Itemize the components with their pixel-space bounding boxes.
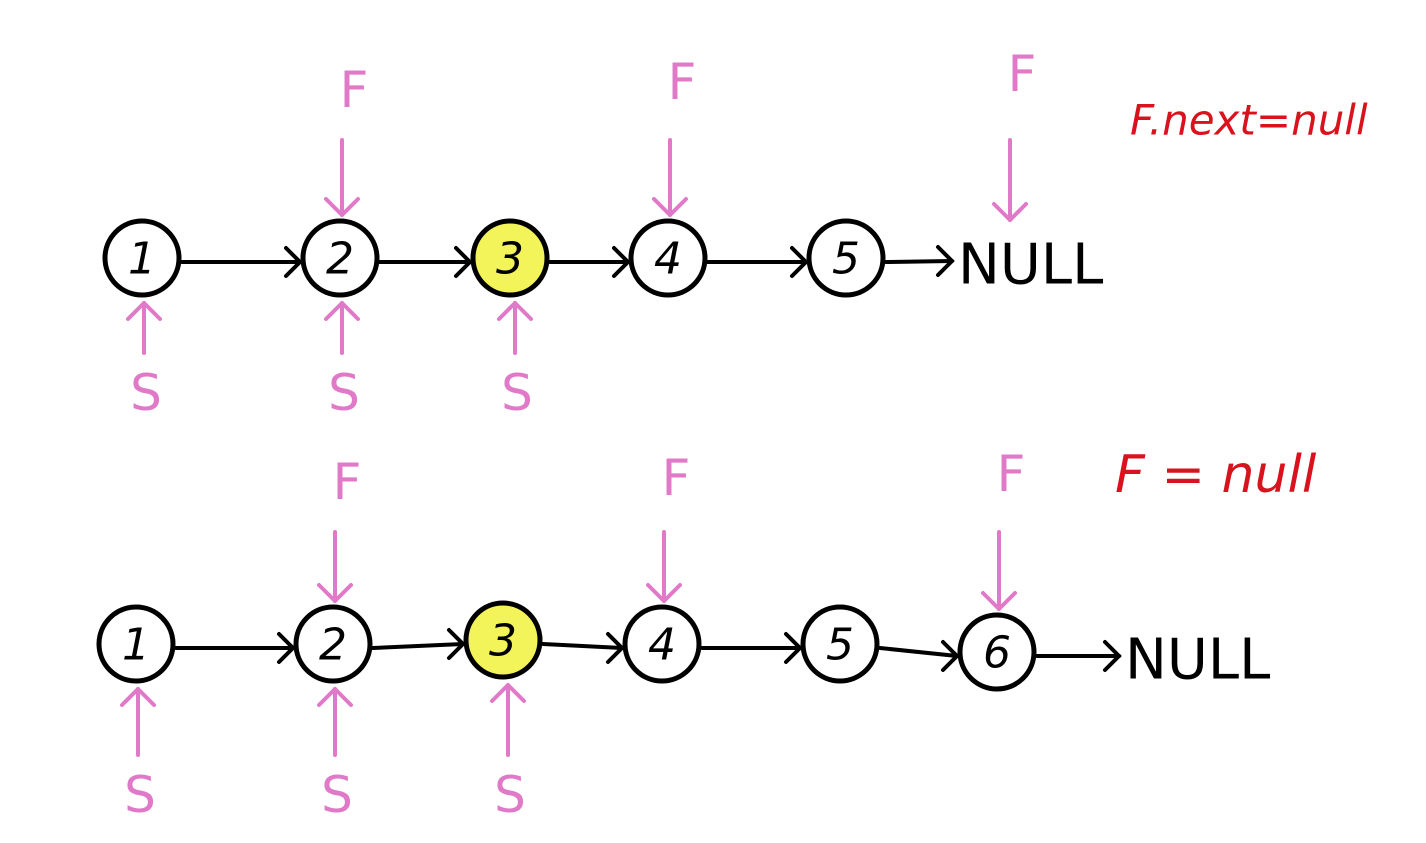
link-arrowhead	[277, 632, 296, 664]
list-node: 5	[806, 218, 886, 298]
fast-pointer-arrowhead	[992, 202, 1028, 222]
slow-pointer-label: S	[321, 766, 353, 824]
node-value: 2	[326, 234, 354, 285]
slow-pointer: S	[324, 301, 360, 422]
link-arrowhead	[454, 246, 473, 278]
slow-pointer: S	[120, 687, 156, 824]
fast-pointer-label: F	[1008, 45, 1037, 103]
list-node: 1	[102, 218, 182, 298]
node-value: 4	[648, 620, 676, 671]
node-circle	[102, 218, 182, 298]
link-arrow-2-3	[371, 642, 465, 650]
node-value: 5	[832, 234, 860, 285]
slow-pointer-label: S	[124, 766, 156, 824]
link-arrow-to-null	[884, 259, 954, 264]
fast-pointer-label: F	[668, 53, 697, 111]
fast-pointer-arrowhead	[652, 197, 688, 217]
list-node: 4	[628, 218, 708, 298]
fast-pointer: F	[652, 53, 697, 217]
slow-pointer-label: S	[130, 364, 162, 422]
link-arrowhead	[612, 246, 631, 278]
list-node: 5	[800, 604, 880, 684]
node-circle	[957, 612, 1037, 692]
node-value: 1	[128, 234, 156, 285]
list-node: 1	[96, 604, 176, 684]
fast-pointer-label: F	[340, 61, 369, 119]
node-circle	[300, 218, 380, 298]
slow-pointer-arrowhead	[490, 683, 526, 703]
link-arrowhead	[447, 628, 466, 660]
node-value: 5	[826, 620, 854, 671]
link-arrow-3-4	[541, 642, 624, 650]
fast-pointer: F	[317, 453, 362, 603]
slow-pointer-arrowhead	[497, 301, 533, 321]
node-circle	[628, 218, 708, 298]
node-circle-highlighted	[470, 218, 550, 298]
fast-pointer-arrowhead	[646, 583, 682, 603]
link-arrowhead	[1103, 640, 1122, 672]
fast-pointer-label: F	[662, 449, 691, 507]
node-circle	[293, 604, 373, 684]
slow-pointer-arrowhead	[120, 687, 156, 707]
slow-pointer-arrowhead	[324, 301, 360, 321]
node-circle	[96, 604, 176, 684]
fast-pointer-arrowhead	[324, 197, 360, 217]
list-row-1: 1 2 3 4 5 NULL S S S F F F F.next=null	[102, 45, 1368, 422]
fast-pointer-arrowhead	[317, 583, 353, 603]
null-terminal: NULL	[1125, 628, 1270, 693]
fast-pointer-label: F	[997, 445, 1026, 503]
null-terminal: NULL	[958, 233, 1103, 298]
node-circle	[622, 604, 702, 684]
node-value: 4	[654, 234, 682, 285]
node-value: 3	[489, 616, 517, 667]
slow-pointer: S	[126, 301, 162, 422]
fast-pointer: F	[981, 445, 1026, 611]
fast-pointer: F	[646, 449, 691, 603]
termination-note: F.next=null	[1130, 96, 1368, 145]
node-circle	[806, 218, 886, 298]
list-node: 3	[470, 218, 550, 298]
list-node: 4	[622, 604, 702, 684]
slow-pointer-label: S	[328, 364, 360, 422]
node-value: 6	[983, 628, 1011, 679]
fast-pointer-label: F	[333, 453, 362, 511]
list-row-2: 1 2 3 4 5 6 NULL S S S F F F F = null	[96, 445, 1317, 824]
node-circle	[800, 604, 880, 684]
slow-pointer-label: S	[501, 364, 533, 422]
slow-pointer-arrowhead	[126, 301, 162, 321]
link-arrowhead	[606, 632, 625, 664]
node-value: 1	[122, 620, 150, 671]
list-node: 3	[463, 600, 543, 680]
link-arrow-5-6	[878, 646, 959, 658]
slow-pointer: S	[490, 683, 526, 824]
termination-note: F = null	[1115, 445, 1317, 505]
link-arrowhead	[936, 245, 955, 277]
slow-pointer: S	[317, 687, 353, 824]
slow-pointer-arrowhead	[317, 687, 353, 707]
node-circle-highlighted	[463, 600, 543, 680]
slow-pointer-label: S	[494, 766, 526, 824]
list-node: 2	[300, 218, 380, 298]
node-value: 3	[496, 234, 524, 285]
link-arrowhead	[284, 246, 303, 278]
fast-pointer: F	[992, 45, 1037, 222]
fast-pointer-arrowhead	[981, 591, 1017, 611]
link-arrowhead	[790, 246, 809, 278]
fast-pointer: F	[324, 61, 369, 217]
slow-pointer: S	[497, 301, 533, 422]
link-arrowhead	[941, 640, 960, 672]
link-arrowhead	[784, 632, 803, 664]
list-node: 2	[293, 604, 373, 684]
node-value: 2	[319, 620, 347, 671]
list-node: 6	[957, 612, 1037, 692]
